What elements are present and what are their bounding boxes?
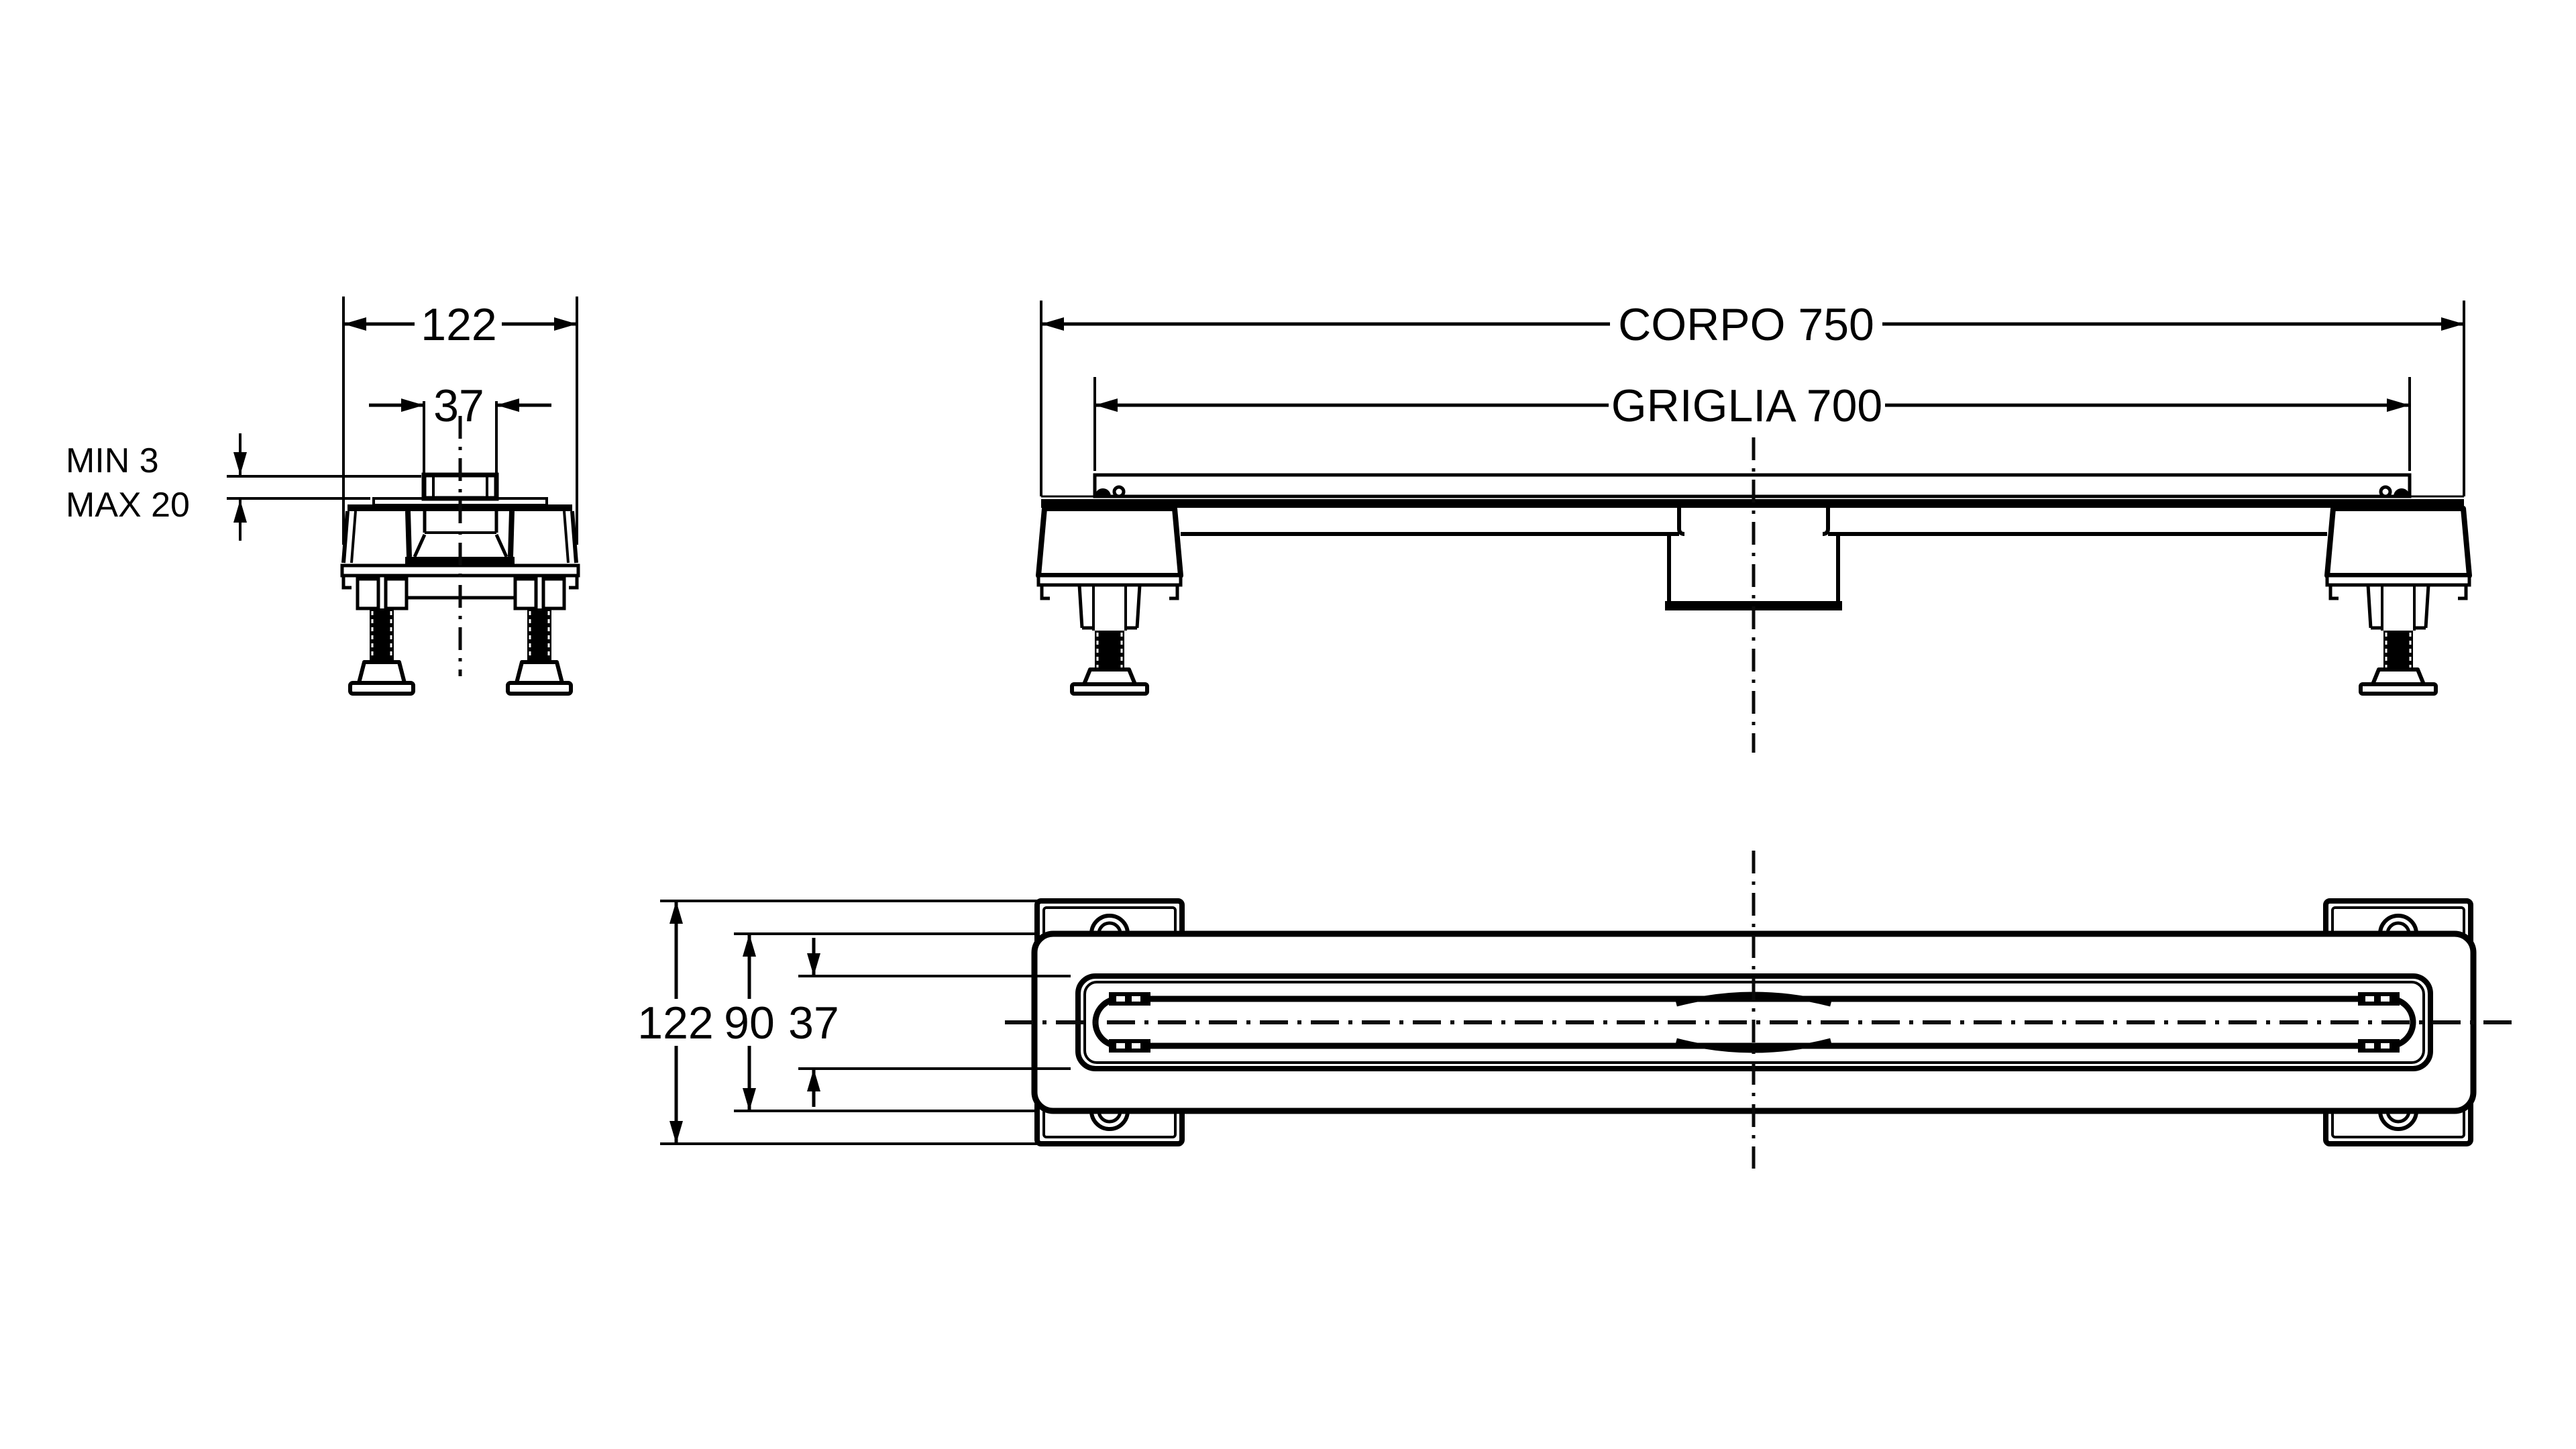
plan-lock-tab (2358, 1039, 2400, 1053)
side-screw-head (2379, 485, 2392, 498)
cs-grille-walls (432, 475, 488, 498)
label-max-20: MAX 20 (66, 486, 190, 525)
plan-dim-grille-width: 37 (788, 938, 1071, 1107)
dim-label-griglia-700: GRIGLIA 700 (1611, 380, 1882, 431)
side-dim-grille-length: GRIGLIA 700 (1093, 377, 2411, 471)
plan-lock-tab (2358, 992, 2400, 1006)
view-side-elevation: CORPO 750 GRIGLIA 700 (1038, 299, 2469, 753)
plan-lock-tab (1109, 1039, 1150, 1053)
plan-dim-body-width: 90 (724, 932, 1036, 1112)
plan-dim-overall-width: 122 (637, 900, 1038, 1145)
dim-label-90: 90 (724, 998, 775, 1049)
cs-inner-walls (350, 511, 570, 564)
cs-tile-height-callout: MIN 3 MAX 20 (66, 433, 421, 541)
view-plan: 122 90 37 (637, 851, 2521, 1169)
cs-leg-left (350, 579, 413, 694)
dim-label-122: 122 (421, 299, 496, 350)
dim-label-122: 122 (637, 998, 713, 1049)
label-min-3: MIN 3 (66, 441, 159, 480)
cs-plate-hooks (341, 576, 579, 590)
side-leg-left (1038, 508, 1181, 694)
side-leg-right (2327, 508, 2469, 694)
side-flange-band (1041, 499, 2464, 508)
side-sump-bottom (1665, 601, 1842, 610)
cs-throat-walls (423, 511, 498, 533)
cs-dim-overall-width: 122 (342, 297, 578, 545)
cs-sump-walls (405, 511, 515, 557)
side-sump-walls (1667, 534, 1840, 602)
cs-leg-right (508, 579, 571, 694)
dim-label-corpo-750: CORPO 750 (1618, 299, 1874, 350)
side-sump-throat (1677, 508, 1830, 536)
view-cross-section: 122 37 MIN 3 MAX 20 (66, 297, 580, 694)
plan-lock-tab (1109, 992, 1150, 1006)
side-dim-body-length: CORPO 750 (1040, 299, 2465, 496)
cs-funnel-slants (413, 533, 508, 558)
cs-outer-walls (341, 511, 578, 564)
dim-label-37: 37 (788, 998, 839, 1049)
side-screw-head (1112, 485, 1126, 498)
